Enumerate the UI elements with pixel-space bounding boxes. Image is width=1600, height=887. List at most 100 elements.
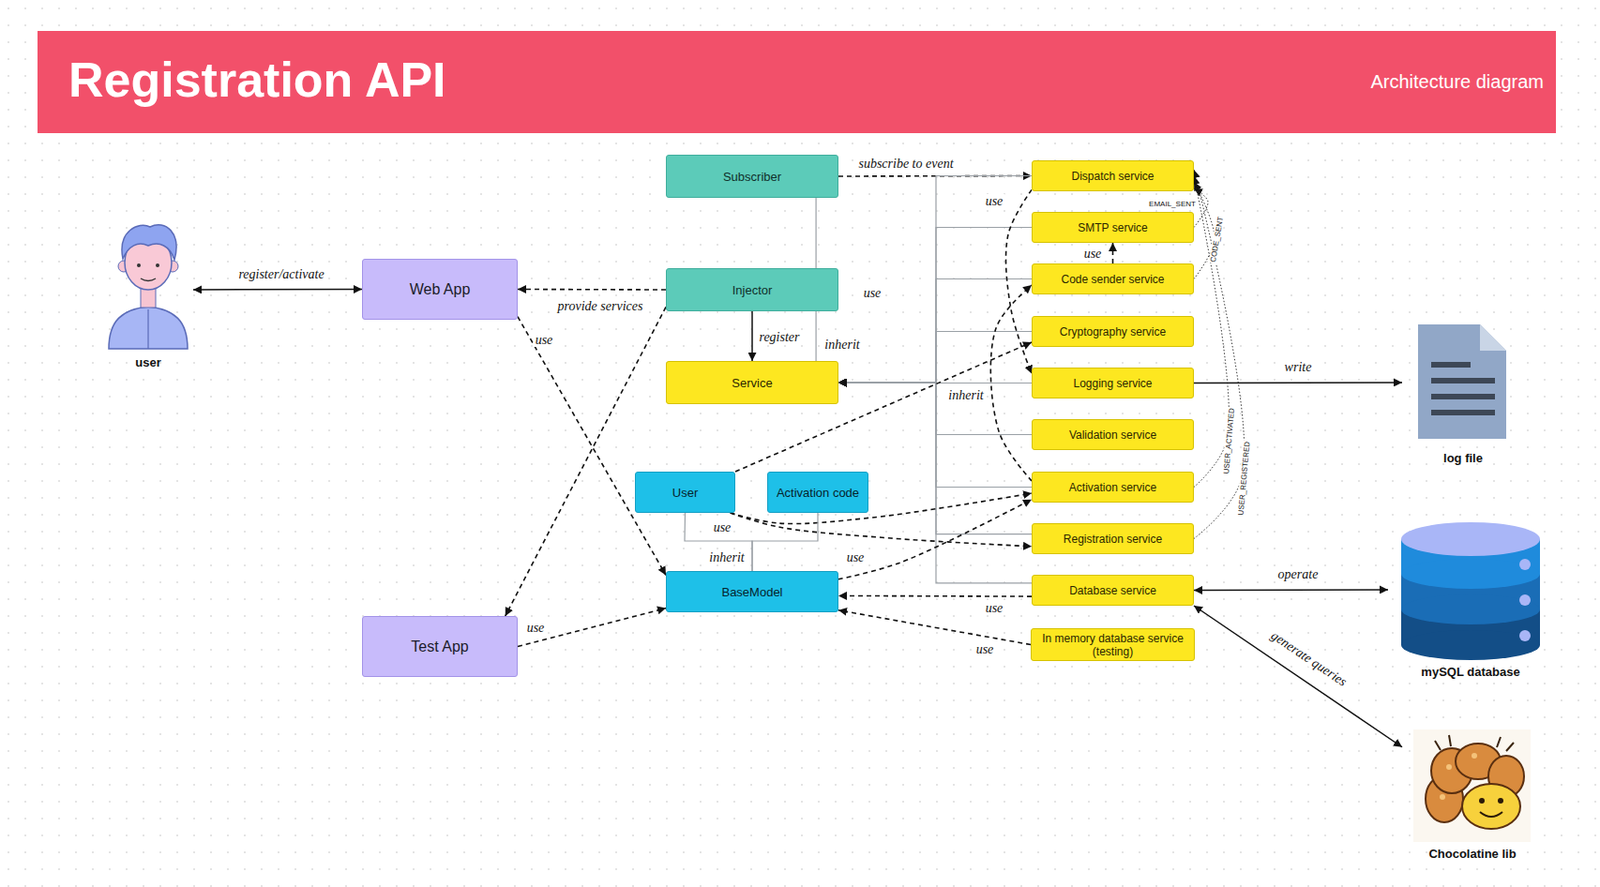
- service-box: Validation service: [1031, 419, 1194, 451]
- database-dot: [1519, 594, 1531, 606]
- edge-label-holder: use: [1082, 244, 1104, 262]
- edge-label: inherit: [822, 337, 861, 352]
- edge-label: write: [1283, 360, 1314, 375]
- avatar-body: [108, 306, 188, 349]
- connector: [1193, 176, 1229, 488]
- node-text: Logging service: [1072, 377, 1152, 391]
- label-holder: Architecture diagram: [1370, 70, 1544, 93]
- edge-label: EMAIL_SENT: [1147, 199, 1197, 209]
- edge-label-holder: register/activate: [236, 265, 326, 283]
- edge-label: provide services: [556, 299, 646, 314]
- file-icon-node: log file: [1402, 318, 1525, 468]
- label-holder: use: [861, 284, 884, 302]
- connector: [505, 306, 666, 617]
- document-icon: [1418, 324, 1507, 439]
- edge-label: register: [756, 330, 801, 345]
- node-text: Subscriber: [723, 169, 782, 184]
- service-box: Logging service: [1031, 367, 1194, 399]
- model-box: BaseModel: [665, 571, 839, 613]
- node-text: Registration service: [1063, 532, 1163, 546]
- database-icon-node: mySQL database: [1388, 513, 1554, 681]
- node-text: Code sender service: [1060, 272, 1164, 287]
- connector: [1193, 169, 1245, 540]
- app-box: Test App: [362, 616, 518, 678]
- database-segment: [1401, 558, 1540, 589]
- person-figure: user: [103, 221, 194, 372]
- library-icon-node: Chocolatine lib: [1402, 726, 1543, 863]
- connector: [684, 513, 753, 572]
- edge-label: register/activate: [236, 267, 326, 282]
- node-text: mySQL database: [1420, 664, 1520, 680]
- edge-label: use: [983, 601, 1006, 616]
- avatar-eye: [155, 263, 160, 268]
- edge-label: USER_REGISTERED: [1236, 440, 1252, 517]
- model-box: User: [634, 471, 736, 514]
- connector: [1112, 242, 1115, 264]
- node-text: user: [135, 355, 161, 370]
- avatar-shirt-line: [147, 309, 149, 349]
- edge-label: operate: [1276, 567, 1321, 582]
- connector: [838, 227, 1032, 384]
- core-box: Subscriber: [665, 154, 839, 198]
- croissant-flake: [1446, 764, 1452, 770]
- node-text: Test App: [410, 638, 468, 656]
- service-box: Code sender service: [1031, 263, 1194, 295]
- node-text: Injector: [732, 283, 773, 298]
- edge-label-holder: provide services: [556, 297, 646, 315]
- edge-label: CODE_SENT: [1208, 215, 1226, 265]
- edge-label-holder: inherit: [707, 548, 746, 566]
- node-text: Validation service: [1069, 428, 1157, 442]
- database-segment: [1401, 594, 1540, 625]
- edge-label: USER_ACTIVATED: [1222, 407, 1237, 476]
- connector: [193, 288, 363, 291]
- edge-label-holder: subscribe to event: [856, 154, 955, 172]
- document-line: [1431, 362, 1471, 368]
- connector: [838, 382, 1032, 436]
- header-band: [37, 30, 1556, 134]
- edge-label-holder: CODE_SENT: [1202, 213, 1228, 264]
- edge-label-holder: use: [974, 640, 997, 658]
- connector: [517, 608, 666, 648]
- service-box: Service: [665, 361, 839, 405]
- node-text: SMTP service: [1077, 221, 1148, 235]
- connector: [815, 197, 816, 269]
- connector: [752, 513, 818, 572]
- title-holder: Registration API: [68, 51, 447, 108]
- free-label: use: [861, 286, 884, 301]
- edge-label: generate queries: [1267, 627, 1351, 691]
- edge-label-holder: operate: [1276, 565, 1321, 583]
- diagram-title: Registration API: [68, 51, 447, 108]
- document-fold: [1479, 324, 1507, 351]
- connector: [517, 316, 666, 576]
- app-box: Web App: [362, 258, 518, 320]
- edge-label-holder: use: [983, 599, 1006, 617]
- edge-label: use: [983, 194, 1006, 209]
- node-text: Service: [731, 376, 772, 391]
- avatar-mouth: [140, 278, 156, 282]
- edge-label-holder: EMAIL_SENT: [1147, 193, 1197, 211]
- service-box: Cryptography service: [1031, 316, 1194, 348]
- edge-label-holder: use: [533, 331, 556, 348]
- edge-label: use: [974, 642, 997, 657]
- database-segment: [1401, 630, 1540, 661]
- mascot-smile: [1479, 812, 1503, 817]
- edge-label-holder: use: [983, 192, 1006, 210]
- edge-label-holder: register: [756, 328, 801, 346]
- mascot-eye: [1497, 798, 1504, 804]
- edge-label-holder: use: [845, 548, 867, 566]
- core-box: Injector: [665, 268, 839, 312]
- node-text: BaseModel: [721, 585, 783, 600]
- service-box: SMTP service: [1031, 211, 1194, 243]
- database-cap: [1401, 522, 1540, 557]
- edge-label: subscribe to event: [856, 156, 955, 171]
- connector: [838, 610, 1031, 646]
- edge-label-holder: USER_REGISTERED: [1230, 439, 1254, 517]
- edge-label: use: [845, 550, 867, 565]
- connector: [1006, 189, 1032, 374]
- node-text: Cryptography service: [1059, 325, 1166, 339]
- node-text: Dispatch service: [1071, 169, 1154, 183]
- document-line: [1431, 409, 1495, 416]
